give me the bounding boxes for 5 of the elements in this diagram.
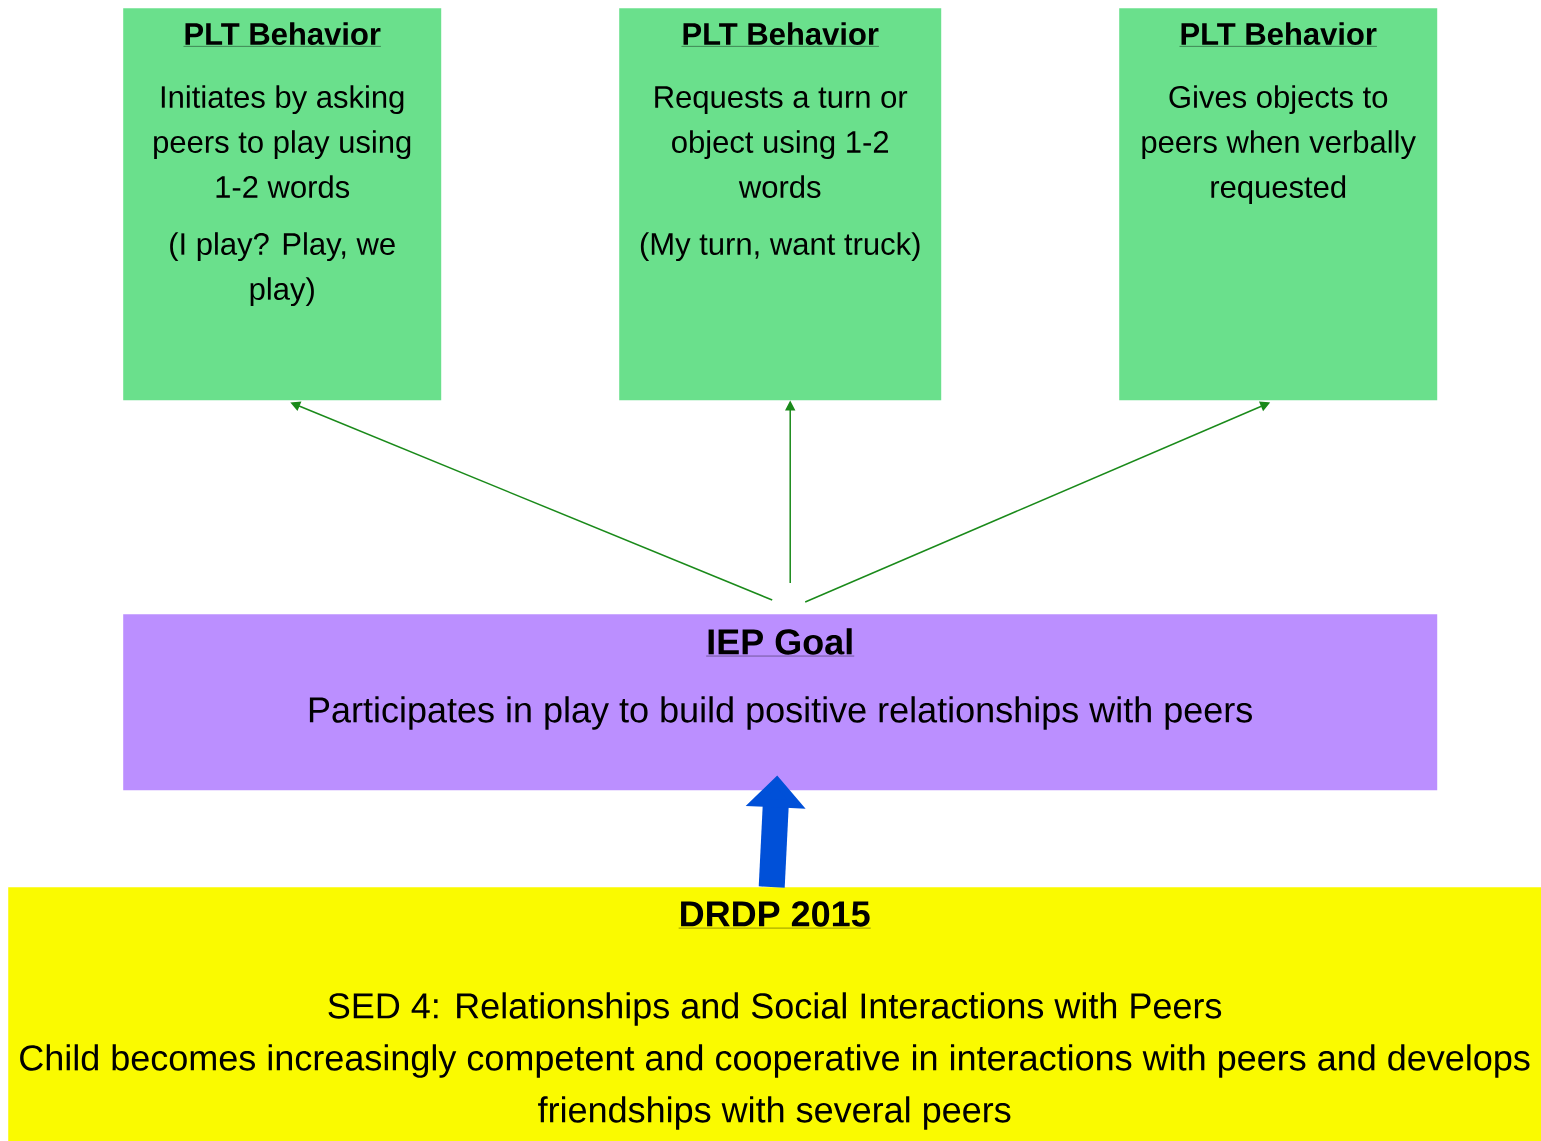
behavior-box: PLT Behavior Gives objects to peers when verbally requested xyxy=(1119,8,1438,401)
behavior-box: PLT Behavior Requests a turn or object using 1-2 words (My turn, want truck) xyxy=(619,8,942,401)
goal-box: IEP Goal Participates in play to build positive relationships with peers xyxy=(123,614,1438,791)
standard-box: DRDP 2015 SED 4: Relationships and Social Interactions with Peers Child becomes increasingly competent and cooperative in interactions with peers and develops friendships with several peers xyxy=(8,887,1541,1141)
behavior-box: PLT Behavior Initiates by asking peers to play using 1-2 words (I play? Play, we play) xyxy=(123,8,442,401)
